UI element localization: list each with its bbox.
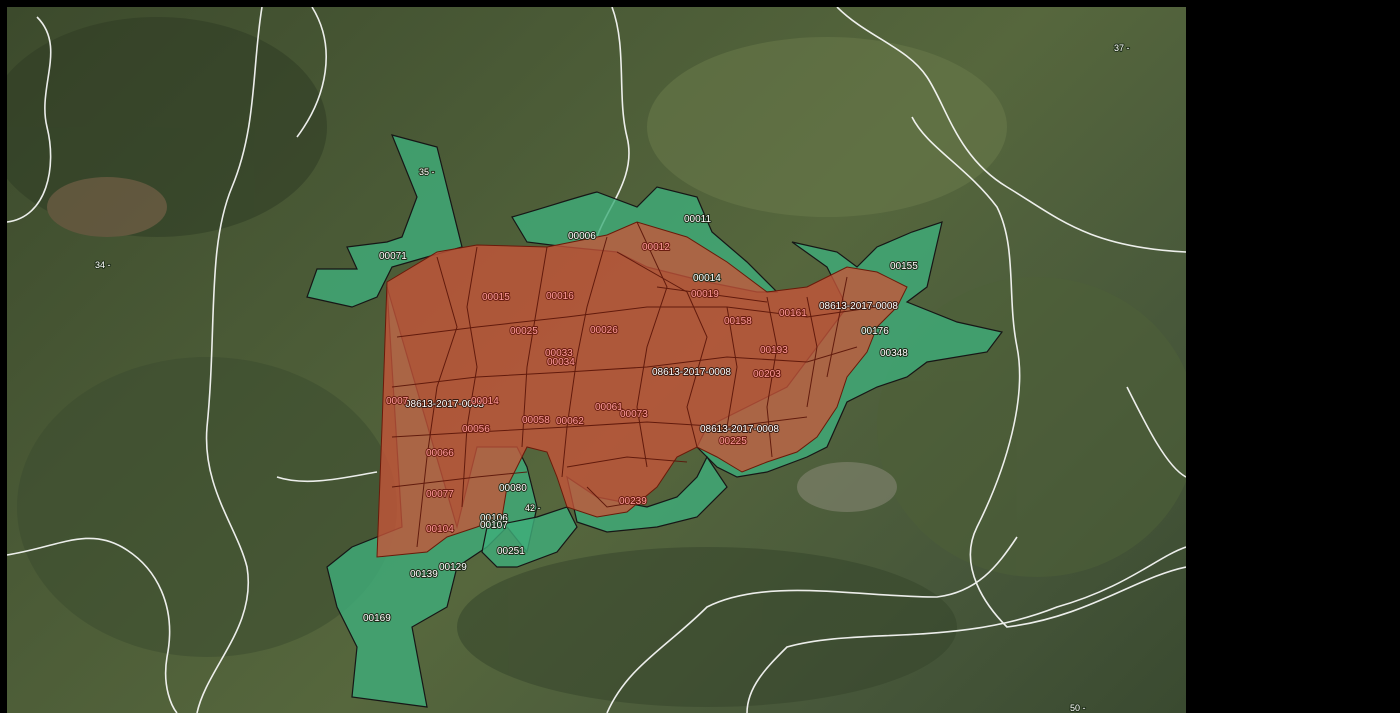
parcel-label[interactable]: 00014 <box>470 395 500 408</box>
parcel-label[interactable]: 00239 <box>618 495 648 508</box>
parcel-lines <box>391 221 878 548</box>
parcel-label[interactable]: 00012 <box>641 241 671 254</box>
parcel-label[interactable]: 00025 <box>509 325 539 338</box>
zone-label-east: 08613-2017-0008 <box>819 301 898 312</box>
parcel-label[interactable]: 00033 <box>544 347 574 360</box>
parcel-label[interactable]: 00014 <box>692 272 722 285</box>
side-panel <box>1186 7 1400 713</box>
zone-labels: 08613-2017-0008 08613-2017-0008 08613-20… <box>404 300 899 436</box>
parcel-label[interactable]: 00006 <box>567 230 597 243</box>
parcel-label[interactable]: 00019 <box>690 288 720 301</box>
parcel-label[interactable]: 00106 <box>479 512 509 525</box>
parcel-label[interactable]: 00139 <box>409 568 439 581</box>
zone-label-west: 08613-2017-0008 <box>405 399 484 410</box>
parcel-label[interactable]: 00034 <box>546 356 576 369</box>
parcel-label[interactable]: 00061 <box>594 401 624 414</box>
parcel-label[interactable]: 0007 <box>385 395 410 408</box>
parcel-label[interactable]: 00176 <box>860 325 890 338</box>
parcel-label[interactable]: 00193 <box>759 344 789 357</box>
red-parcel-labels: 00012 00015 00016 00019 00025 00026 0003… <box>385 241 808 536</box>
grid-label-50: 50 - <box>1070 703 1086 713</box>
parcel-label[interactable]: 00104 <box>425 523 455 536</box>
grid-label-42: 42 - <box>525 503 541 513</box>
parcel-label[interactable]: 00169 <box>362 612 392 625</box>
grid-labels: 34 - 35 - 37 - 42 - 50 - <box>94 42 1131 713</box>
parcel-label[interactable]: 00026 <box>589 324 619 337</box>
parcel-label[interactable]: 00011 <box>683 213 713 226</box>
parcel-label[interactable]: 00056 <box>461 423 491 436</box>
parcel-label[interactable]: 00015 <box>481 291 511 304</box>
grid-label-37: 37 - <box>1114 43 1130 53</box>
grid-label-35: 35 - <box>419 167 435 177</box>
parcel-label[interactable]: 00251 <box>496 545 526 558</box>
map-canvas[interactable]: 34 - 35 - 37 - 42 - 50 - 08613-2017-0008… <box>7 7 1186 713</box>
map-view[interactable]: 34 - 35 - 37 - 42 - 50 - 08613-2017-0008… <box>7 7 1186 713</box>
parcel-label[interactable]: 00080 <box>498 482 528 495</box>
parcel-label[interactable]: 00161 <box>778 307 808 320</box>
parcel-label[interactable]: 00203 <box>752 368 782 381</box>
parcel-label[interactable]: 00155 <box>889 260 919 273</box>
parcel-label[interactable]: 00077 <box>425 488 455 501</box>
parcel-label[interactable]: 00071 <box>378 250 408 263</box>
parcel-label[interactable]: 00062 <box>555 415 585 428</box>
terrain-texture <box>7 17 1186 707</box>
parcel-label[interactable]: 00158 <box>723 315 753 328</box>
parcel-label[interactable]: 00016 <box>545 290 575 303</box>
parcel-label[interactable]: 00225 <box>718 435 748 448</box>
parcel-label[interactable]: 00073 <box>619 408 649 421</box>
grid-label-34: 34 - <box>95 260 111 270</box>
green-parcel-labels: 00071 00006 00011 00014 00155 00176 0034… <box>362 213 919 625</box>
zone-label-center: 08613-2017-0008 <box>652 367 731 378</box>
parcel-label[interactable]: 00129 <box>438 561 468 574</box>
parcel-label[interactable]: 00058 <box>521 414 551 427</box>
parcel-label[interactable]: 00107 <box>479 519 509 532</box>
zone-label-south: 08613-2017-0008 <box>700 424 779 435</box>
parcel-label[interactable]: 00066 <box>425 447 455 460</box>
parcel-label[interactable]: 00348 <box>879 347 909 360</box>
